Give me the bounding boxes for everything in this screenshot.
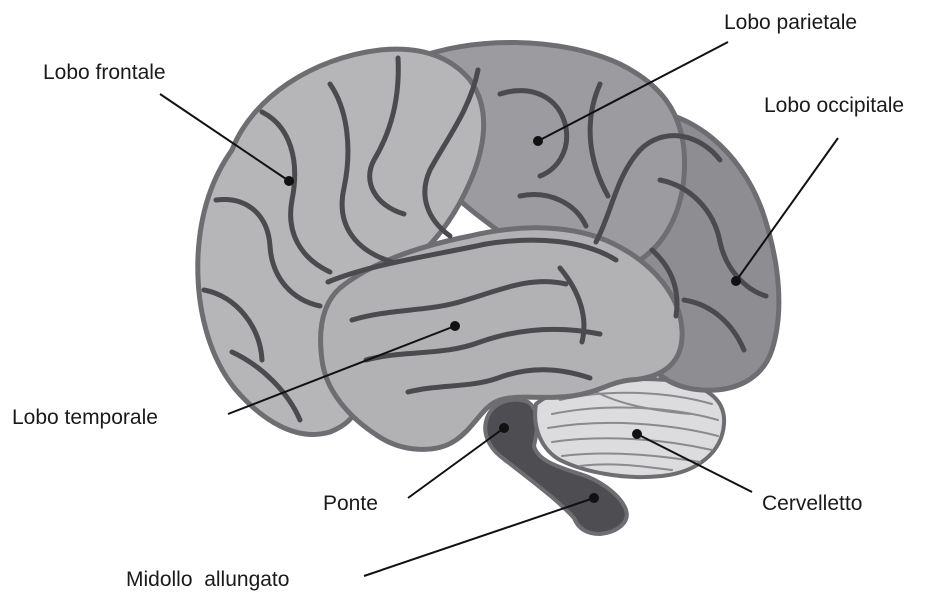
dot-medulla	[589, 493, 599, 503]
dot-temporal	[450, 321, 460, 331]
label-cerebellum: Cervelletto	[762, 492, 862, 515]
dot-pons	[499, 423, 509, 433]
label-medulla: Midollo allungato	[126, 568, 289, 591]
label-pons: Ponte	[323, 492, 378, 515]
label-parietal-lobe: Lobo parietale	[724, 11, 857, 34]
dot-occipital	[731, 276, 741, 286]
label-temporal-lobe: Lobo temporale	[12, 406, 158, 429]
leader-line-medulla	[364, 498, 594, 576]
dot-frontal	[284, 176, 294, 186]
label-frontal-lobe: Lobo frontale	[43, 61, 166, 84]
dot-parietal	[533, 136, 543, 146]
label-occipital-lobe: Lobo occipitale	[764, 94, 904, 117]
dot-cerebellum	[632, 429, 642, 439]
